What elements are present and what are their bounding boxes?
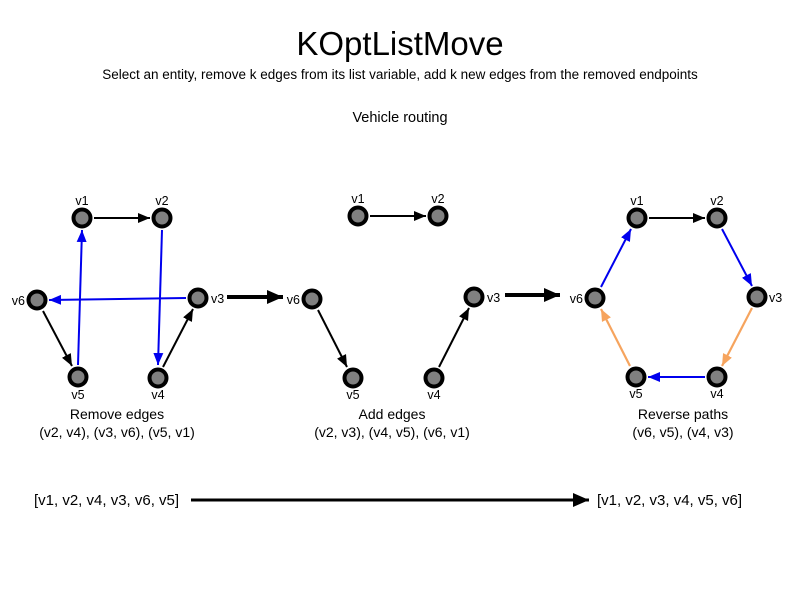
page-title: KOptListMove bbox=[296, 25, 504, 62]
graph-remove-edges: v1 v2 v3 v4 v5 v6 bbox=[12, 194, 224, 402]
node-v5 bbox=[625, 366, 647, 388]
subtitle: Select an entity, remove k edges from it… bbox=[102, 67, 698, 82]
graph-reverse-paths: v1 v2 v3 v4 v5 v6 bbox=[570, 194, 782, 401]
edge-v6-v1 bbox=[600, 228, 632, 288]
node-v1-label: v1 bbox=[75, 194, 88, 208]
graph2-caption-title: Add edges bbox=[358, 406, 426, 422]
example-label: Vehicle routing bbox=[352, 110, 448, 126]
graph3-caption-title: Reverse paths bbox=[637, 406, 729, 422]
node-v1-label: v1 bbox=[351, 192, 364, 206]
node-v4 bbox=[147, 367, 169, 389]
edge-v6-v5 bbox=[317, 309, 348, 368]
node-v2-label: v2 bbox=[155, 194, 168, 208]
node-v4 bbox=[706, 366, 728, 388]
node-v5 bbox=[67, 366, 89, 388]
node-v6-label: v6 bbox=[570, 292, 583, 306]
graph1-caption: Remove edges (v2, v4), (v3, v6), (v5, v1… bbox=[0, 406, 237, 441]
node-v4-label: v4 bbox=[710, 387, 723, 401]
edge-v5-v1 bbox=[76, 229, 87, 366]
node-v4-label: v4 bbox=[427, 388, 440, 402]
node-v4-label: v4 bbox=[151, 388, 164, 402]
node-v1 bbox=[71, 207, 93, 229]
graph3-caption: Reverse paths (v6, v5), (v4, v3) bbox=[563, 406, 800, 441]
edge-v4-v3 bbox=[438, 307, 470, 368]
graph2-caption: Add edges (v2, v3), (v4, v5), (v6, v1) bbox=[272, 406, 512, 441]
node-v3-label: v3 bbox=[487, 291, 500, 305]
node-v3 bbox=[187, 287, 209, 309]
node-v2-label: v2 bbox=[710, 194, 723, 208]
node-v2 bbox=[151, 207, 173, 229]
edge-v2-v3 bbox=[721, 228, 753, 287]
node-v2 bbox=[706, 207, 728, 229]
node-v5 bbox=[342, 367, 364, 389]
edge-v4-v3 bbox=[162, 308, 194, 368]
node-v3 bbox=[463, 286, 485, 308]
node-v1 bbox=[626, 207, 648, 229]
node-v5-label: v5 bbox=[71, 388, 84, 402]
list-after: [v1, v2, v3, v4, v5, v6] bbox=[597, 492, 743, 509]
node-v6 bbox=[584, 287, 606, 309]
node-v2 bbox=[427, 205, 449, 227]
node-v3-label: v3 bbox=[211, 292, 224, 306]
node-v5-label: v5 bbox=[346, 388, 359, 402]
node-v6-label: v6 bbox=[12, 294, 25, 308]
edge-v6-v5 bbox=[42, 310, 73, 367]
node-v6 bbox=[26, 289, 48, 311]
graph3-caption-edges: (v6, v5), (v4, v3) bbox=[632, 423, 734, 440]
node-v4 bbox=[423, 367, 445, 389]
list-before: [v1, v2, v4, v3, v6, v5] bbox=[34, 492, 180, 509]
node-v6 bbox=[301, 288, 323, 310]
node-v1-label: v1 bbox=[630, 194, 643, 208]
graph1-caption-title: Remove edges bbox=[69, 406, 165, 422]
edge-v3-v6 bbox=[48, 294, 187, 305]
edge-v3-v4 bbox=[721, 307, 753, 367]
graph2-caption-edges: (v2, v3), (v4, v5), (v6, v1) bbox=[314, 423, 470, 440]
node-v3 bbox=[746, 286, 768, 308]
node-v3-label: v3 bbox=[769, 291, 782, 305]
graph-add-edges: v1 v2 v3 v4 v5 v6 bbox=[287, 192, 500, 402]
node-v6-label: v6 bbox=[287, 293, 300, 307]
node-v2-label: v2 bbox=[431, 192, 444, 206]
node-v5-label: v5 bbox=[629, 387, 642, 401]
graph1-caption-edges: (v2, v4), (v3, v6), (v5, v1) bbox=[39, 423, 195, 440]
node-v1 bbox=[347, 205, 369, 227]
edge-v5-v6 bbox=[600, 308, 631, 367]
